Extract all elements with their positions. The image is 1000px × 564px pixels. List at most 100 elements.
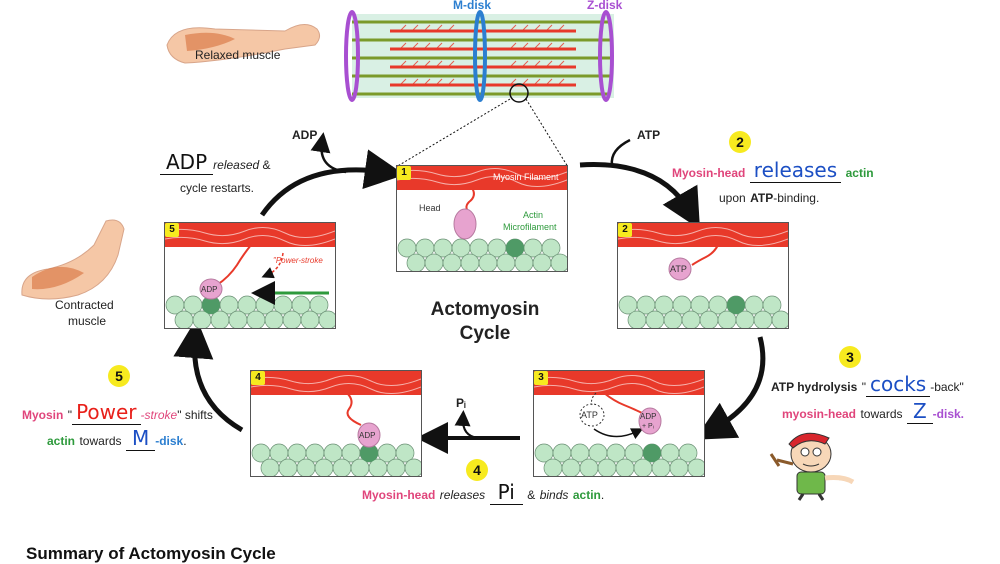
panel1-myosin-head <box>453 208 477 240</box>
step2-badge: 2 <box>729 131 751 153</box>
step4-line: Myosin-head releases Pi & binds actin. <box>362 480 605 505</box>
m-disk-label: M-disk <box>453 0 492 12</box>
step3-hand1: cocks <box>865 372 931 397</box>
atp-branch-arrow <box>610 138 631 166</box>
panel-1: Myosin Filament Head Actin Microfilament <box>396 165 568 272</box>
step5-hand1: Power <box>72 400 141 425</box>
panel1-actin-label-2: Microfilament <box>503 222 557 232</box>
step3-line2: myosin-head towards Z-disk. <box>782 399 964 424</box>
panel-4: ADP <box>250 370 422 477</box>
panel4-myosin-head <box>357 422 381 448</box>
arrow-5-to-1 <box>259 149 405 217</box>
step5-a: Myosin <box>22 408 64 422</box>
panel1-myosin-label: Myosin Filament <box>493 172 559 182</box>
contracted-label-1: Contracted <box>55 298 114 312</box>
z-disk-right <box>598 10 614 102</box>
panel-1-number: 1 <box>397 166 411 180</box>
step3-hand2: Z <box>906 399 933 424</box>
step1-hand-adp: ADP <box>160 150 214 175</box>
zoom-circle <box>509 83 529 103</box>
arrow-4-to-5 <box>173 318 244 433</box>
relaxed-arm-image <box>166 24 321 64</box>
step5-badge: 5 <box>108 365 130 387</box>
contracted-label-2: muscle <box>68 314 107 328</box>
panel-4-number: 4 <box>251 371 265 385</box>
step4-c: & <box>527 488 536 502</box>
step4-e: actin <box>572 488 601 502</box>
step3-d: myosin-head <box>782 407 857 421</box>
z-disk-label: Z-disk <box>587 0 623 12</box>
step3-a: ATP hydrolysis <box>771 380 858 394</box>
step2-hand: releases <box>749 158 842 183</box>
panel-2: ATP <box>617 222 789 329</box>
pi-arrow-label: Pᵢ <box>456 396 466 410</box>
contracted-arm-image <box>21 219 125 300</box>
panel2-head-label: ATP <box>670 264 687 274</box>
step4-b: releases <box>439 488 486 502</box>
panel-3-number: 3 <box>534 371 548 385</box>
step2-e: -binding. <box>773 191 820 205</box>
pi-branch-arrow <box>454 410 479 439</box>
panel5-myosin-head <box>199 278 223 300</box>
step2-line1: Myosin-head releases actin <box>672 158 874 183</box>
panel-5: ADP "Power-stroke <box>164 222 336 329</box>
step5-d: " shifts <box>177 408 213 422</box>
panel5-stroke-label: "Power-stroke <box>273 256 323 265</box>
step1-text-b: & <box>259 158 271 172</box>
panel3-pi-label: + Pᵢ <box>642 423 654 430</box>
step5-g: -disk <box>155 434 184 448</box>
step2-c: upon <box>719 191 746 205</box>
step3-line1: ATP hydrolysis "cocks-back" <box>771 372 964 397</box>
panel1-head-label: Head <box>419 203 441 213</box>
step4-hand: Pi <box>489 480 523 505</box>
step2-a: Myosin-head <box>672 166 746 180</box>
slingshot-kid-image <box>769 432 855 501</box>
panel3-myosin-head <box>638 407 662 435</box>
center-title-line1: Actomyosin <box>430 299 540 320</box>
step3-badge: 3 <box>839 346 861 368</box>
center-title-line2: Cycle <box>459 323 511 344</box>
step5-c: -stroke <box>140 408 178 422</box>
arrow-1-to-2 <box>579 162 701 230</box>
panel4-head-label: ADP <box>359 431 375 440</box>
panel3-adp-label: ADP <box>640 412 656 421</box>
sarcomere-diagram <box>344 10 614 103</box>
step5-f: towards <box>79 434 122 448</box>
panel1-actin-label-1: Actin <box>523 210 543 220</box>
step5-line1: Myosin "Power-stroke" shifts <box>22 400 213 425</box>
panel-3: ATP ADP + Pᵢ <box>533 370 705 477</box>
step3-e: towards <box>860 407 903 421</box>
panel5-head-label: ADP <box>201 285 217 294</box>
step5-h: . <box>183 434 187 448</box>
step1-text-a: released <box>213 158 260 172</box>
adp-branch-arrow <box>310 132 347 174</box>
step5-e: actin <box>47 434 76 448</box>
panel-2-number: 2 <box>618 223 632 237</box>
step4-d: binds <box>539 488 569 502</box>
step4-badge: 4 <box>466 459 488 481</box>
zoom-lines <box>395 98 569 168</box>
step3-c: -back" <box>930 380 964 394</box>
step5-b: " <box>67 408 73 422</box>
relaxed-muscle-label: Relaxed muscle <box>195 48 281 62</box>
atp-arrow-label: ATP <box>637 128 661 142</box>
step5-hand2: M <box>125 426 156 451</box>
step2-d: ATP <box>750 191 774 205</box>
step2-b: actin <box>845 166 874 180</box>
step1-text-c: cycle restarts. <box>180 181 255 195</box>
step4-a: Myosin-head <box>362 488 436 502</box>
step2-line2: upon ATP-binding. <box>719 189 819 207</box>
panel2-myosin-head <box>668 257 692 281</box>
step4-f: . <box>600 488 605 502</box>
arrow-2-to-3 <box>694 336 766 440</box>
step5-line2: actin towards M-disk. <box>47 426 187 451</box>
summary-title: Summary of Actomyosin Cycle <box>26 544 276 563</box>
panel3-atp-label: ATP <box>581 410 598 420</box>
z-disk-left <box>344 10 360 102</box>
m-disk <box>473 10 487 102</box>
step3-b: " <box>861 380 866 394</box>
step3-f: -disk. <box>932 407 964 421</box>
panel-5-number: 5 <box>165 223 179 237</box>
